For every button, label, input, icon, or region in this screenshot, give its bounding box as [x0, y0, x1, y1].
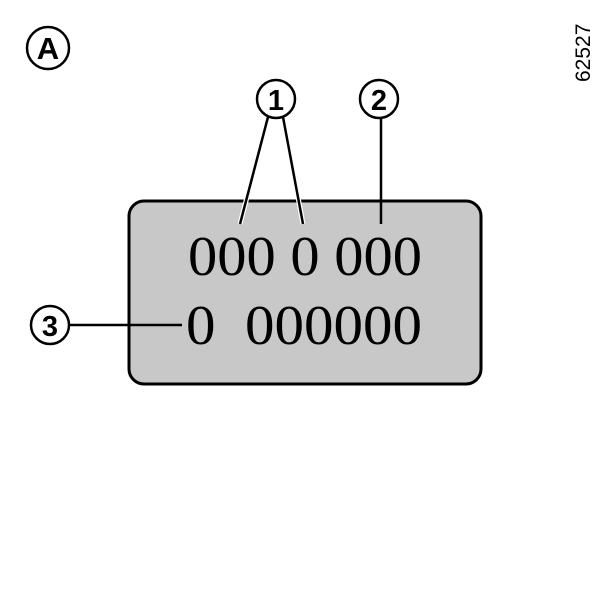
figure-label-badge: A — [25, 25, 71, 71]
leader-lines — [69, 116, 383, 327]
callout-3-label: 3 — [42, 311, 58, 343]
callout-3: 3 — [29, 304, 71, 346]
figure-label: A — [37, 31, 59, 66]
callout-1: 1 — [255, 78, 297, 120]
plate-line-1: 000 0 000 — [188, 226, 422, 288]
reference-number: 62527 — [572, 24, 595, 82]
callout-1-label: 1 — [268, 85, 284, 117]
callout-2: 2 — [358, 78, 400, 120]
display-plate — [127, 199, 483, 386]
plate-line-2: 0 000000 — [186, 295, 422, 357]
callout-2-label: 2 — [371, 85, 387, 117]
